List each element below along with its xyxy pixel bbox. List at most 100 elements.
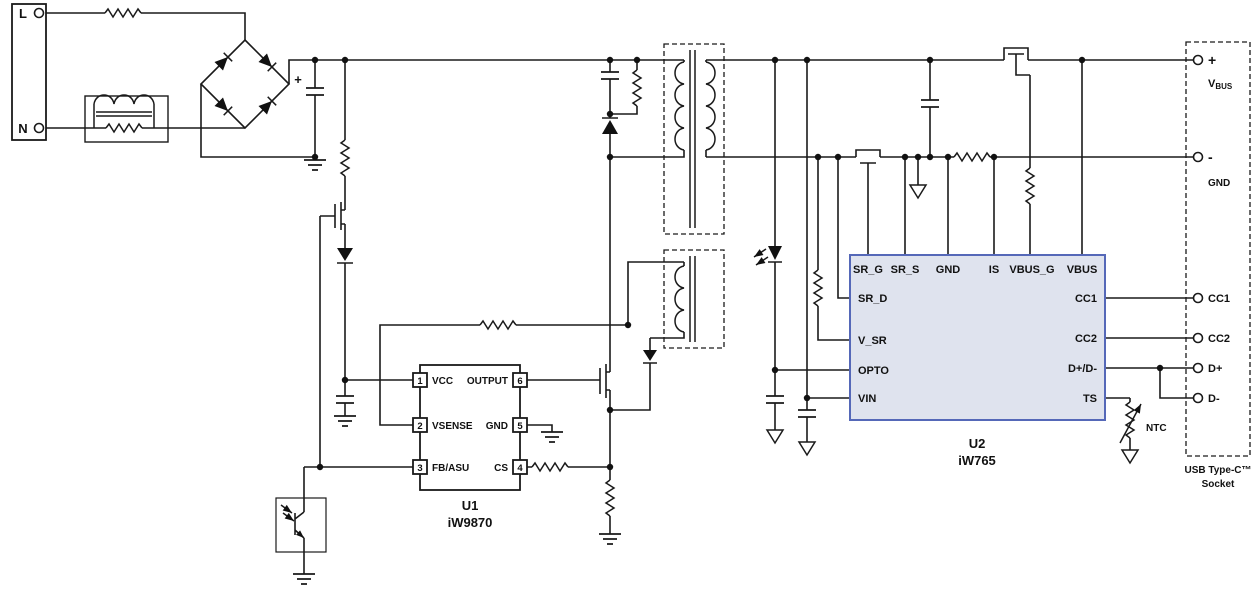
usb-cc1-label: CC1	[1208, 293, 1230, 305]
usb-socket-box	[1185, 41, 1251, 457]
opto-ground	[293, 573, 315, 585]
u1-pin4-name: CS	[494, 463, 508, 474]
vsense-divider-resistor	[479, 319, 517, 331]
neutral-label: N	[18, 121, 27, 136]
neutral-terminal	[33, 122, 45, 134]
u1-pin3-num: 3	[417, 463, 422, 474]
cs-resistor	[531, 461, 569, 473]
common-mode-choke	[93, 94, 155, 105]
aux-core	[689, 256, 696, 342]
sr-mosfet	[855, 149, 881, 164]
u1-ref: U1	[462, 498, 479, 513]
u1-part: iW9870	[448, 515, 493, 530]
choke-core	[96, 111, 152, 117]
usb-dminus-label: D-	[1208, 393, 1220, 405]
u2-pin-cc2: CC2	[1075, 333, 1097, 345]
usb-vbus-label: VBUS	[1208, 78, 1233, 91]
u1-pin3-name: FB/ASU	[432, 463, 469, 474]
u2-pin-dpdm: D+/D-	[1068, 363, 1097, 375]
usb-minus-label: -	[1208, 149, 1213, 165]
transformer-core	[689, 50, 696, 228]
ntc-ground	[1120, 449, 1140, 465]
snubber-resistor	[631, 69, 643, 107]
usb-dplus-label: D+	[1208, 363, 1222, 375]
startup-diode	[337, 248, 353, 264]
vsr-resistor	[812, 269, 824, 307]
emi-filter-box	[84, 95, 169, 143]
usb-title-line2: Socket	[1202, 479, 1235, 490]
u2-pin-opto: OPTO	[858, 365, 889, 377]
primary-winding	[674, 61, 685, 151]
ac-input-terminal: L N	[11, 3, 47, 141]
cs-ground	[599, 533, 621, 545]
transformer-aux-box	[663, 249, 725, 349]
usb-plus-label: +	[1208, 52, 1216, 68]
bridge-diode-4	[258, 96, 277, 115]
u1-pin4-pad	[512, 459, 528, 475]
bulk-capacitor: +	[294, 72, 324, 96]
opto-box	[275, 497, 327, 553]
aux-winding	[674, 265, 685, 333]
ac-input-box	[11, 3, 47, 141]
u2-pin-vbusg: VBUS_G	[1009, 264, 1054, 276]
u1-pin1-pad	[412, 372, 428, 388]
dplus-terminal	[1192, 362, 1204, 374]
u1-pin5-pad	[512, 417, 528, 433]
u1-pin6-name: OUTPUT	[467, 376, 508, 387]
u2-pin-cc1: CC1	[1075, 293, 1097, 305]
optocoupler-receiver	[275, 497, 327, 574]
vcc-ground	[334, 415, 356, 427]
u1-chip: 1 2 3 6 5 4 VCC VSENSE FB/ASU OUTPUT GND…	[412, 364, 528, 530]
emi-damping-resistor	[105, 122, 143, 134]
u1-pin5-num: 5	[517, 421, 523, 432]
dminus-terminal	[1192, 392, 1204, 404]
bridge-diode-2	[258, 53, 277, 72]
u2-pin-is: IS	[989, 264, 999, 276]
line-label: L	[19, 6, 27, 21]
opto-filter-capacitor	[766, 395, 784, 404]
usb-title-line1: USB Type-C™	[1184, 465, 1251, 476]
u2-pin-gnd: GND	[936, 264, 961, 276]
line-terminal	[33, 7, 45, 19]
usb-vbus-main: V	[1208, 78, 1216, 90]
secondary-winding	[705, 61, 716, 151]
u2-chip: SR_G SR_S GND IS VBUS_G VBUS SR_D V_SR O…	[849, 254, 1106, 468]
u2-pin-vsr: V_SR	[858, 335, 887, 347]
u1-pin5-name: GND	[486, 421, 508, 432]
u1-pin2-num: 2	[417, 421, 422, 432]
opto-cap-ground	[765, 429, 785, 445]
is-shunt-resistor	[953, 151, 991, 163]
u2-pin-srd: SR_D	[858, 293, 887, 305]
gnd-terminal	[1192, 151, 1204, 163]
u2-body	[849, 254, 1106, 421]
usb-socket: + VBUS - GND CC1 CC2 D+ D- USB Type-C™ S…	[1184, 41, 1252, 490]
output-capacitor	[921, 99, 939, 108]
u1-pin6-num: 6	[517, 376, 522, 387]
u2-pin-vin: VIN	[858, 393, 876, 405]
fuse	[104, 7, 142, 19]
u2-ref: U2	[969, 436, 986, 451]
snubber-capacitor	[601, 71, 619, 80]
usb-vbus-sub: BUS	[1215, 82, 1233, 91]
startup-mosfet	[334, 202, 342, 230]
usb-gnd-label: GND	[1208, 178, 1230, 189]
cc1-terminal	[1192, 292, 1204, 304]
u2-pin-srg: SR_G	[853, 264, 883, 276]
vcc-capacitor	[336, 395, 354, 404]
u2-pin-ts: TS	[1083, 393, 1097, 405]
u1-pin4-num: 4	[517, 463, 523, 474]
transformer	[663, 43, 725, 349]
bulk-ground	[304, 159, 326, 171]
snubber-diode	[602, 117, 618, 134]
u2-pin-srs: SR_S	[891, 264, 920, 276]
vbus-gate-resistor	[1024, 167, 1036, 205]
u1-pin3-pad	[412, 459, 428, 475]
u2-part: iW765	[958, 453, 996, 468]
vbus-switch-mosfet	[1003, 47, 1029, 60]
u1-pin2-pad	[412, 417, 428, 433]
cc2-terminal	[1192, 332, 1204, 344]
bridge-diode-3	[214, 97, 233, 116]
bridge-rectifier	[199, 38, 291, 130]
secondary-ground-arrow	[908, 184, 928, 200]
u2-pin-vbus: VBUS	[1067, 264, 1098, 276]
